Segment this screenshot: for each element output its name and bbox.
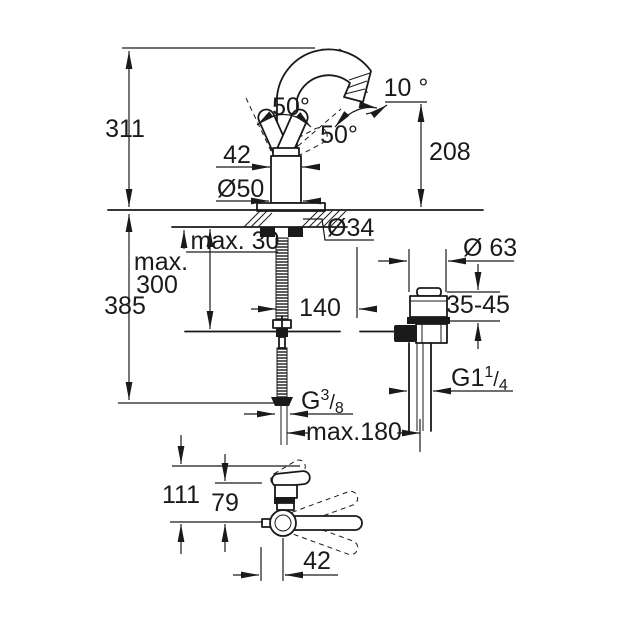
front-view: 111 79 42 — [162, 435, 363, 581]
mounting-nut-left — [260, 227, 275, 237]
dim-50deg-spout-label: 50° — [320, 121, 358, 149]
front-spout-hub — [269, 509, 297, 537]
rod-ball-joint — [394, 325, 417, 342]
faucet-body — [256, 147, 326, 212]
dim-d34-leader — [303, 218, 374, 241]
dim-max300-value: 300 — [136, 271, 178, 299]
dim-max180-label: max.180 — [306, 418, 402, 446]
dim-311-label: 311 — [105, 115, 145, 143]
dim-79-label: 79 — [211, 489, 239, 517]
dim-d50-label: Ø50 — [217, 175, 264, 203]
spout — [276, 48, 372, 151]
dim-3545-label: 35-45 — [446, 291, 510, 319]
dim-385-label: 385 — [104, 292, 146, 320]
flexible-hose — [276, 347, 288, 398]
labels-main: 311 385 max. 300 max. 30 42 Ø50 Ø34 50° … — [104, 74, 517, 446]
main-view: 311 385 max. 300 max. 30 42 Ø50 Ø34 50° … — [104, 47, 517, 452]
dim-10deg-arrow — [365, 104, 388, 119]
front-spout — [287, 515, 363, 531]
waste-tailpipe — [408, 342, 432, 432]
pop-up-waste-assembly — [359, 287, 450, 432]
dim-50deg-lever-label: 50° — [272, 93, 310, 121]
dim-max30-label: max. 30 — [191, 227, 280, 255]
dim-140-label: 140 — [299, 294, 341, 322]
dim-g114-label: G11/4 — [451, 364, 508, 394]
dim-50deg-spout-arc — [334, 101, 378, 128]
dimensions-main — [118, 47, 514, 452]
labels-front: 111 79 42 — [162, 481, 331, 575]
dim-g38-label: G3/8 — [301, 387, 344, 417]
waste-plug-knob — [416, 287, 442, 297]
mounting-deck — [107, 209, 484, 237]
dimensions-front — [170, 435, 338, 581]
dim-d34-label: Ø34 — [327, 214, 374, 242]
dim-208-label: 208 — [429, 138, 471, 166]
dim-d63-label: Ø 63 — [463, 234, 517, 262]
rod-joint — [276, 328, 288, 337]
dim-42f-label: 42 — [303, 547, 331, 575]
aerator-bands — [344, 72, 371, 95]
waste-flange — [409, 295, 448, 318]
front-body-ring — [274, 497, 295, 504]
dim-111-label: 111 — [162, 481, 200, 509]
hose-nut — [271, 397, 293, 406]
front-faucet — [261, 459, 363, 556]
shank-and-hose — [184, 237, 341, 445]
waste-seal-ring — [407, 317, 450, 324]
waste-body — [415, 323, 448, 344]
dim-max300-word: max. — [134, 248, 188, 276]
mounting-nut-right — [288, 227, 303, 237]
dim-42-label: 42 — [223, 141, 251, 169]
dim-10deg-label: 10 ° — [384, 74, 429, 102]
dim-50deg-lever-arc — [256, 111, 312, 128]
front-body — [274, 484, 298, 499]
